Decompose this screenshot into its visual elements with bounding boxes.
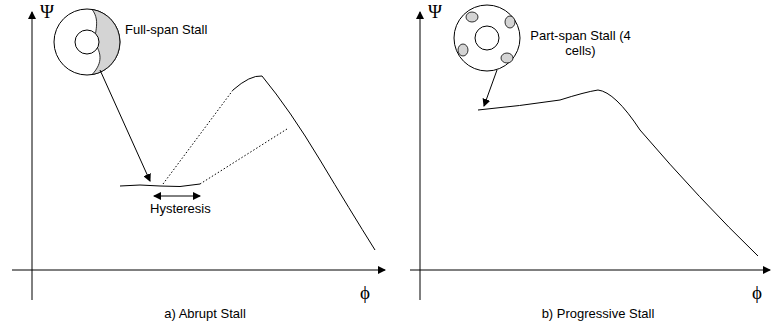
axis-label: Ψ <box>40 2 54 22</box>
characteristic-abrupt <box>120 76 375 250</box>
range-label: Hysteresis <box>148 201 213 216</box>
leader-line <box>484 70 497 106</box>
inset-label: Part-span Stall (4 cells) <box>528 28 633 58</box>
axes-right <box>410 12 770 300</box>
leader-line <box>100 70 150 181</box>
axis-label: ϕ <box>360 283 370 303</box>
panel-caption: a) Abrupt Stall <box>164 306 246 321</box>
inset-label: Full-span Stall <box>125 22 207 37</box>
annulus-full-span <box>54 9 120 75</box>
panel-caption: b) Progressive Stall <box>542 306 655 321</box>
axis-label: ϕ <box>752 283 762 303</box>
axis-label: Ψ <box>428 2 442 22</box>
characteristic-progressive <box>478 90 758 256</box>
annulus-part-span <box>454 5 520 71</box>
